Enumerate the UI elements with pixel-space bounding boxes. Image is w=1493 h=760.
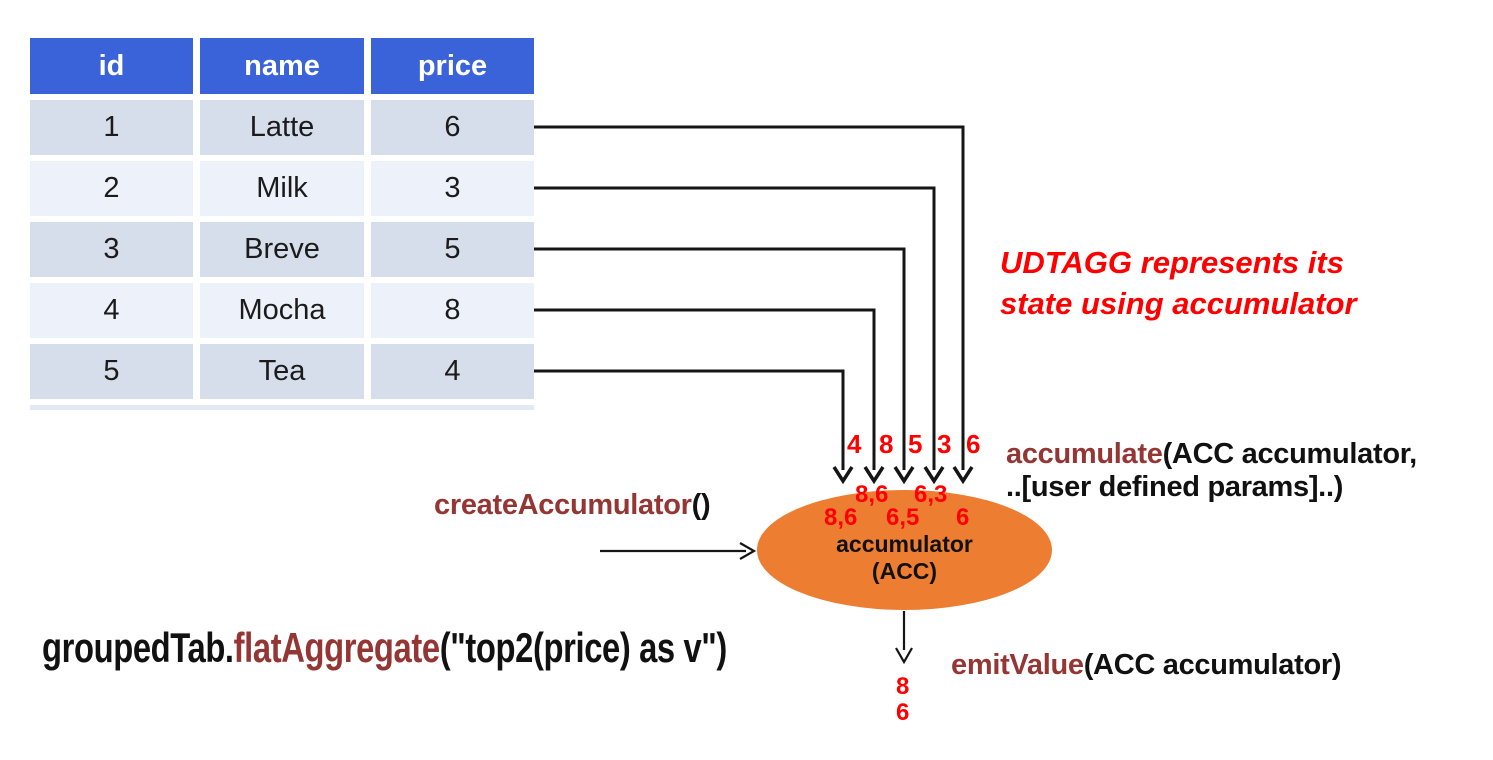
acc-state-value: 8,6: [855, 481, 889, 508]
table-cell: 4: [371, 344, 534, 399]
table-cell: 5: [371, 222, 534, 277]
accumulate-line1: accumulate(ACC accumulator,: [1006, 438, 1417, 471]
table-cell: 5: [30, 344, 193, 399]
udtagg-note-line1: UDTAGG represents its: [1000, 245, 1344, 280]
input-value: 5: [908, 429, 923, 459]
row-connector-arrow: [534, 247, 915, 485]
table-cell: 2: [30, 161, 193, 216]
accumulator-label: accumulator: [836, 531, 973, 557]
acc-state-value: 6: [956, 504, 970, 531]
acc-state-value: 6,5: [886, 504, 920, 531]
code-fn-name: flatAggregate: [233, 624, 440, 671]
row-connector-arrow: [534, 369, 854, 485]
create-fn-name: createAccumulator: [434, 489, 692, 521]
input-value: 6: [966, 429, 981, 459]
emit-fn-args: (ACC accumulator): [1083, 649, 1342, 681]
table-cell: 1: [30, 100, 193, 155]
udtagg-note: UDTAGG represents its state using accumu…: [1000, 242, 1357, 324]
table-cell: 4: [30, 283, 193, 338]
accumulator-acc-label: (ACC): [871, 558, 938, 584]
row-connector-arrow: [534, 308, 885, 485]
accumulate-label: accumulate(ACC accumulator, ..[user defi…: [1006, 438, 1417, 504]
emit-value-label: emitValue(ACC accumulator): [951, 649, 1342, 682]
table-bottom-strip: [30, 405, 534, 410]
input-value: 8: [879, 429, 894, 459]
accumulate-line2: ..[user defined params]..): [1006, 471, 1344, 503]
create-fn-args: (): [691, 489, 711, 521]
table-cell: 8: [371, 283, 534, 338]
table-cell: Tea: [200, 344, 364, 399]
table-cell: 3: [371, 161, 534, 216]
flat-aggregate-code: groupedTab.flatAggregate("top2(price) as…: [42, 624, 727, 672]
accumulate-fn-name: accumulate: [1006, 438, 1163, 470]
accumulator-ellipse: accumulator (ACC): [757, 490, 1052, 610]
acc-state-value: 8,6: [824, 504, 858, 531]
table-cell: Milk: [200, 161, 364, 216]
emit-value-arrow: [895, 611, 913, 665]
row-connector-arrow: [534, 125, 974, 485]
row-connector-arrow: [534, 186, 945, 485]
column-header-id: id: [30, 38, 193, 94]
table-cell: 6: [371, 100, 534, 155]
create-accumulator-label: createAccumulator(): [434, 489, 711, 522]
emit-fn-name: emitValue: [951, 649, 1084, 681]
create-accumulator-arrow: [600, 542, 757, 560]
accumulate-fn-args: (ACC accumulator,: [1162, 438, 1418, 470]
udtagg-note-line2: state using accumulator: [1000, 286, 1357, 321]
code-prefix: groupedTab.: [42, 624, 234, 671]
column-header-name: name: [200, 38, 364, 94]
code-args: ("top2(price) as v"): [439, 624, 728, 671]
table-cell: Breve: [200, 222, 364, 277]
source-table: id name price 1 Latte 6 2 Milk 3 3 Breve…: [30, 38, 534, 399]
table-cell: Latte: [200, 100, 364, 155]
output-value: 6: [896, 699, 910, 726]
column-header-price: price: [371, 38, 534, 94]
input-value: 4: [847, 429, 862, 459]
input-value: 3: [937, 429, 952, 459]
acc-state-value: 6,3: [914, 481, 948, 508]
table-cell: Mocha: [200, 283, 364, 338]
output-value: 8: [896, 673, 910, 700]
table-cell: 3: [30, 222, 193, 277]
